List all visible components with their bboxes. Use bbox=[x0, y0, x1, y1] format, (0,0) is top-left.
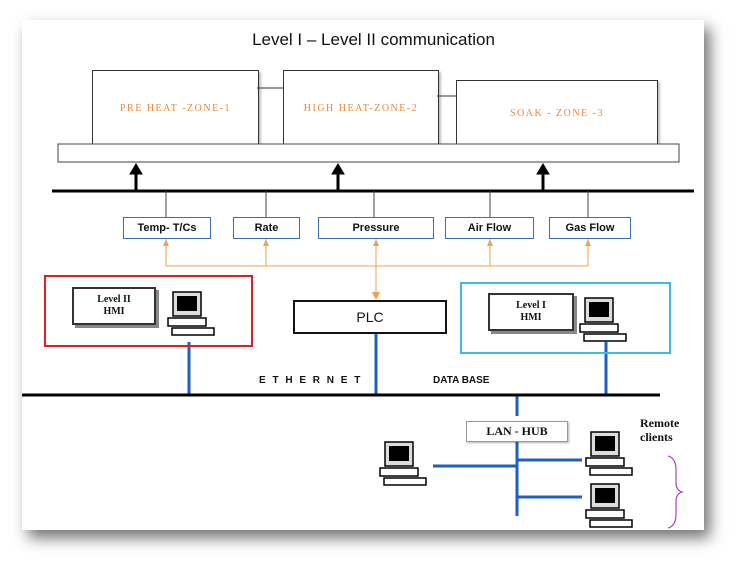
computer-icons bbox=[167, 291, 633, 528]
remote-clients-label: Remote clients bbox=[640, 416, 679, 444]
level1-panel bbox=[460, 282, 671, 354]
actuator-arrows bbox=[129, 163, 550, 191]
level1-title: Level I bbox=[516, 300, 546, 311]
signal-arrow-gasflow bbox=[585, 239, 591, 246]
computer-icon-remote-1 bbox=[585, 431, 633, 476]
plc-box: PLC bbox=[293, 300, 447, 334]
arrow-3-head bbox=[536, 163, 550, 175]
signal-arrow-pressure bbox=[373, 239, 379, 246]
sensor-drops bbox=[165, 191, 589, 217]
furnace-base-plate bbox=[57, 143, 680, 163]
signal-arrow-airflow bbox=[487, 239, 493, 246]
ethernet-label: E T H E R N E T bbox=[259, 375, 363, 386]
remote-line-2: clients bbox=[640, 430, 673, 444]
zone-2-box: HIGH HEAT-ZONE-2 bbox=[283, 70, 439, 146]
level2-hmi: HMI bbox=[103, 306, 125, 317]
zone-3-box: SOAK - ZONE -3 bbox=[456, 80, 658, 146]
level1-hmi: HMI bbox=[520, 312, 542, 323]
computer-icon-remote-2 bbox=[585, 483, 633, 528]
arrow-1-head bbox=[129, 163, 143, 175]
level2-title: Level II bbox=[97, 294, 131, 305]
remote-line-1: Remote bbox=[640, 416, 680, 430]
remote-clients-brace bbox=[667, 455, 685, 529]
zone-1-box: PRE HEAT -ZONE-1 bbox=[92, 70, 259, 146]
lan-hub-box: LAN - HUB bbox=[466, 421, 568, 442]
level1-hmi-label: Level I HMI bbox=[488, 293, 574, 331]
sensor-temp: Temp- T/Cs bbox=[123, 217, 211, 239]
sensor-gas-flow: Gas Flow bbox=[549, 217, 631, 239]
level2-panel bbox=[44, 275, 253, 347]
network-drops bbox=[187, 332, 608, 516]
arrow-2-head bbox=[331, 163, 345, 175]
computer-icon-level1 bbox=[579, 297, 627, 342]
diagram-title: Level I – Level II communication bbox=[252, 30, 495, 49]
sensor-rate: Rate bbox=[233, 217, 300, 239]
signal-arrow-rate bbox=[263, 239, 269, 246]
signal-arrow-plc bbox=[372, 292, 380, 300]
level2-hmi-label: Level II HMI bbox=[72, 287, 156, 325]
signal-arrow-temp bbox=[163, 239, 169, 246]
computer-icon-server bbox=[379, 441, 427, 486]
sensor-air-flow: Air Flow bbox=[445, 217, 534, 239]
computer-icon-level2 bbox=[167, 291, 215, 336]
sensor-pressure: Pressure bbox=[318, 217, 434, 239]
database-label: DATA BASE bbox=[433, 375, 490, 386]
